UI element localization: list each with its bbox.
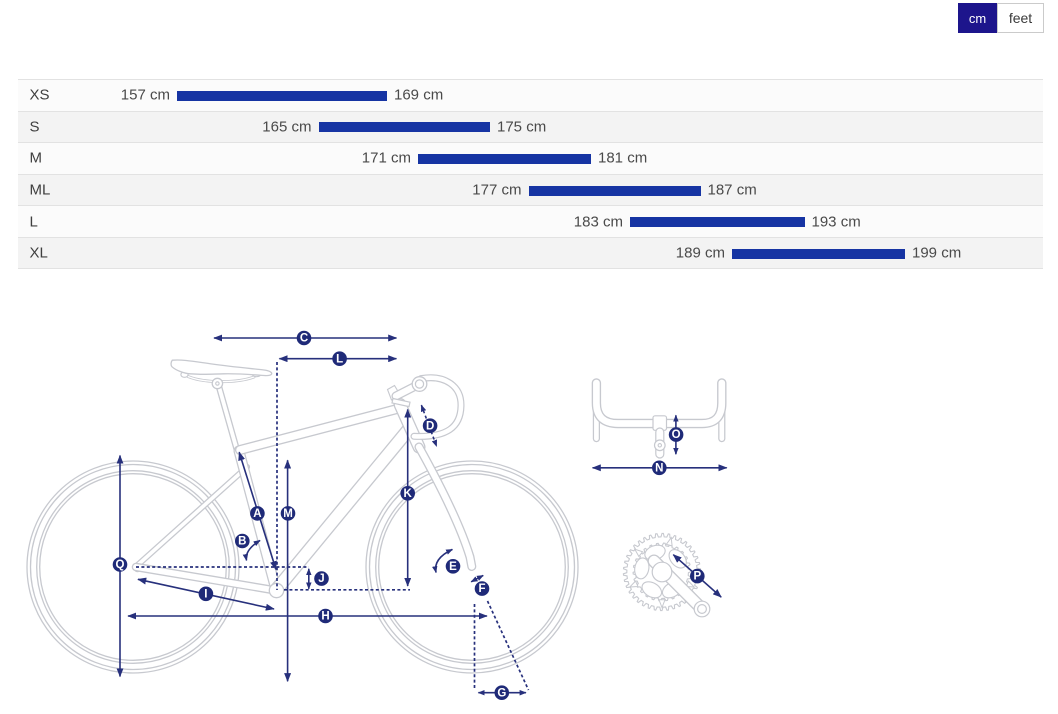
svg-text:A: A [253, 508, 261, 520]
svg-text:I: I [204, 588, 207, 600]
svg-text:G: G [497, 687, 506, 699]
svg-text:D: D [426, 420, 434, 432]
svg-text:Q: Q [116, 559, 125, 571]
svg-text:C: C [300, 333, 308, 345]
svg-text:J: J [318, 573, 324, 585]
svg-text:B: B [238, 536, 246, 548]
svg-text:K: K [404, 488, 413, 500]
svg-text:N: N [655, 462, 663, 474]
svg-text:M: M [283, 508, 293, 520]
svg-text:O: O [672, 429, 681, 441]
svg-text:P: P [693, 571, 701, 583]
svg-text:L: L [336, 353, 343, 365]
svg-text:E: E [449, 561, 457, 573]
svg-text:H: H [321, 611, 329, 623]
svg-text:F: F [478, 583, 485, 595]
